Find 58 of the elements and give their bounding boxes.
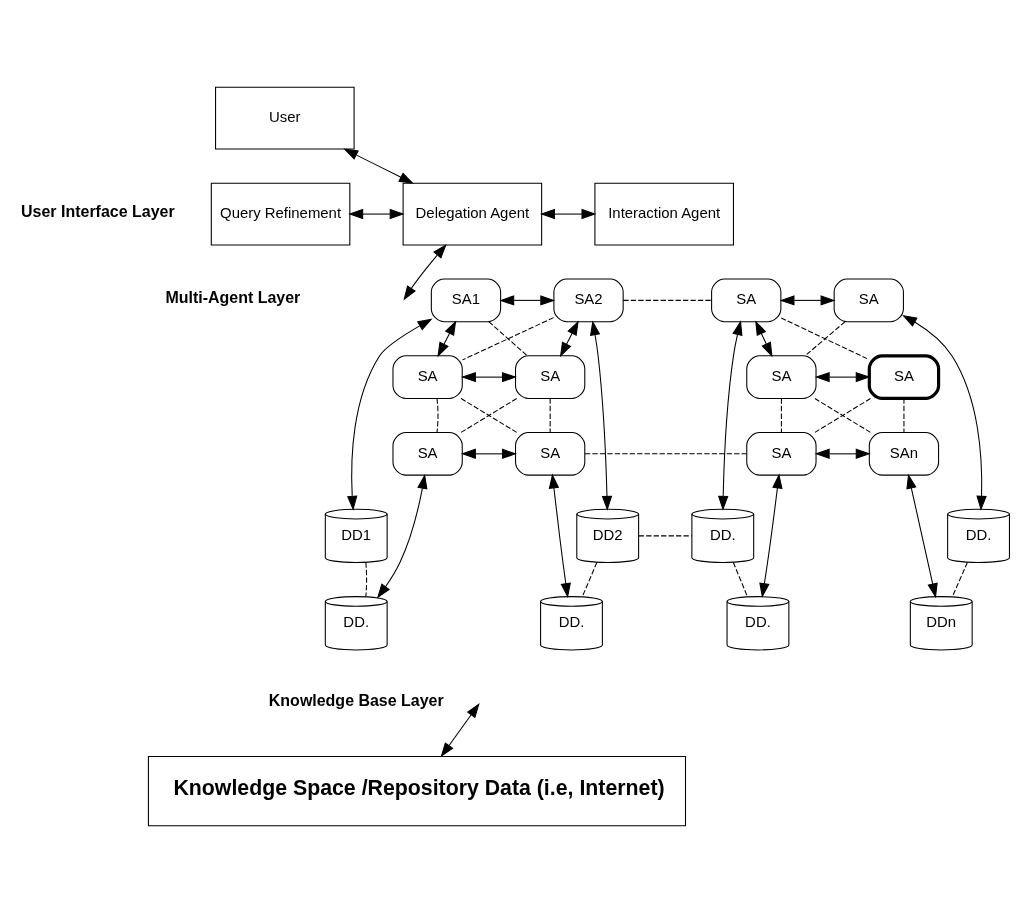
arrow — [343, 148, 414, 184]
node-box: Interaction Agent — [594, 182, 734, 246]
node-box: User — [215, 86, 355, 150]
label: Knowledge Base Layer — [268, 691, 444, 709]
connector — [903, 398, 905, 433]
node-box: SA — [867, 354, 941, 401]
arrow — [440, 703, 480, 758]
arrow — [717, 320, 743, 511]
connector — [549, 398, 551, 433]
arrow — [902, 314, 987, 511]
node-box: SA — [515, 355, 586, 399]
node-box: SA — [515, 432, 586, 476]
connector — [638, 535, 693, 537]
connector — [584, 453, 747, 455]
node-box: SA — [833, 278, 904, 323]
label: User Interface Layer — [21, 202, 175, 220]
connector — [436, 398, 439, 433]
node-box: SA — [392, 355, 463, 399]
node-box: SAn — [868, 432, 940, 476]
arrow — [906, 473, 938, 599]
node-box: SA2 — [553, 278, 624, 323]
connector — [461, 317, 555, 361]
connector — [780, 398, 782, 433]
label: Multi-Agent Layer — [165, 289, 301, 307]
arrow — [759, 473, 783, 598]
connector — [365, 562, 368, 597]
arrow — [814, 448, 871, 460]
arrow — [589, 320, 613, 511]
node-box: SA — [711, 278, 782, 323]
arrow — [540, 208, 597, 220]
connector — [460, 398, 518, 433]
connector — [581, 562, 598, 597]
arrow — [548, 473, 571, 598]
connector — [732, 562, 748, 597]
arrow — [460, 448, 517, 460]
arrow — [403, 243, 447, 301]
arrow — [779, 295, 836, 306]
arrow — [499, 295, 556, 306]
connector — [780, 317, 870, 361]
connector — [952, 562, 968, 597]
node-box: SA — [746, 432, 817, 476]
connector — [622, 299, 712, 301]
node-box: SA1 — [430, 278, 502, 323]
connector — [804, 321, 846, 357]
arrow — [814, 371, 871, 383]
node-box: SA — [746, 355, 817, 399]
arrow — [460, 371, 517, 383]
arrow — [376, 473, 428, 599]
arrow — [755, 320, 773, 358]
node-box: Knowledge Space /Repository Data (i.e, Internet) — [147, 755, 687, 827]
connector — [488, 321, 528, 357]
arrow — [348, 208, 405, 220]
node-box: SA — [392, 432, 463, 476]
arrow — [347, 318, 433, 511]
arrow — [437, 320, 457, 358]
node-box: Delegation Agent — [402, 182, 543, 246]
node-box: Query Refinement — [210, 182, 351, 246]
arrow — [559, 320, 579, 358]
